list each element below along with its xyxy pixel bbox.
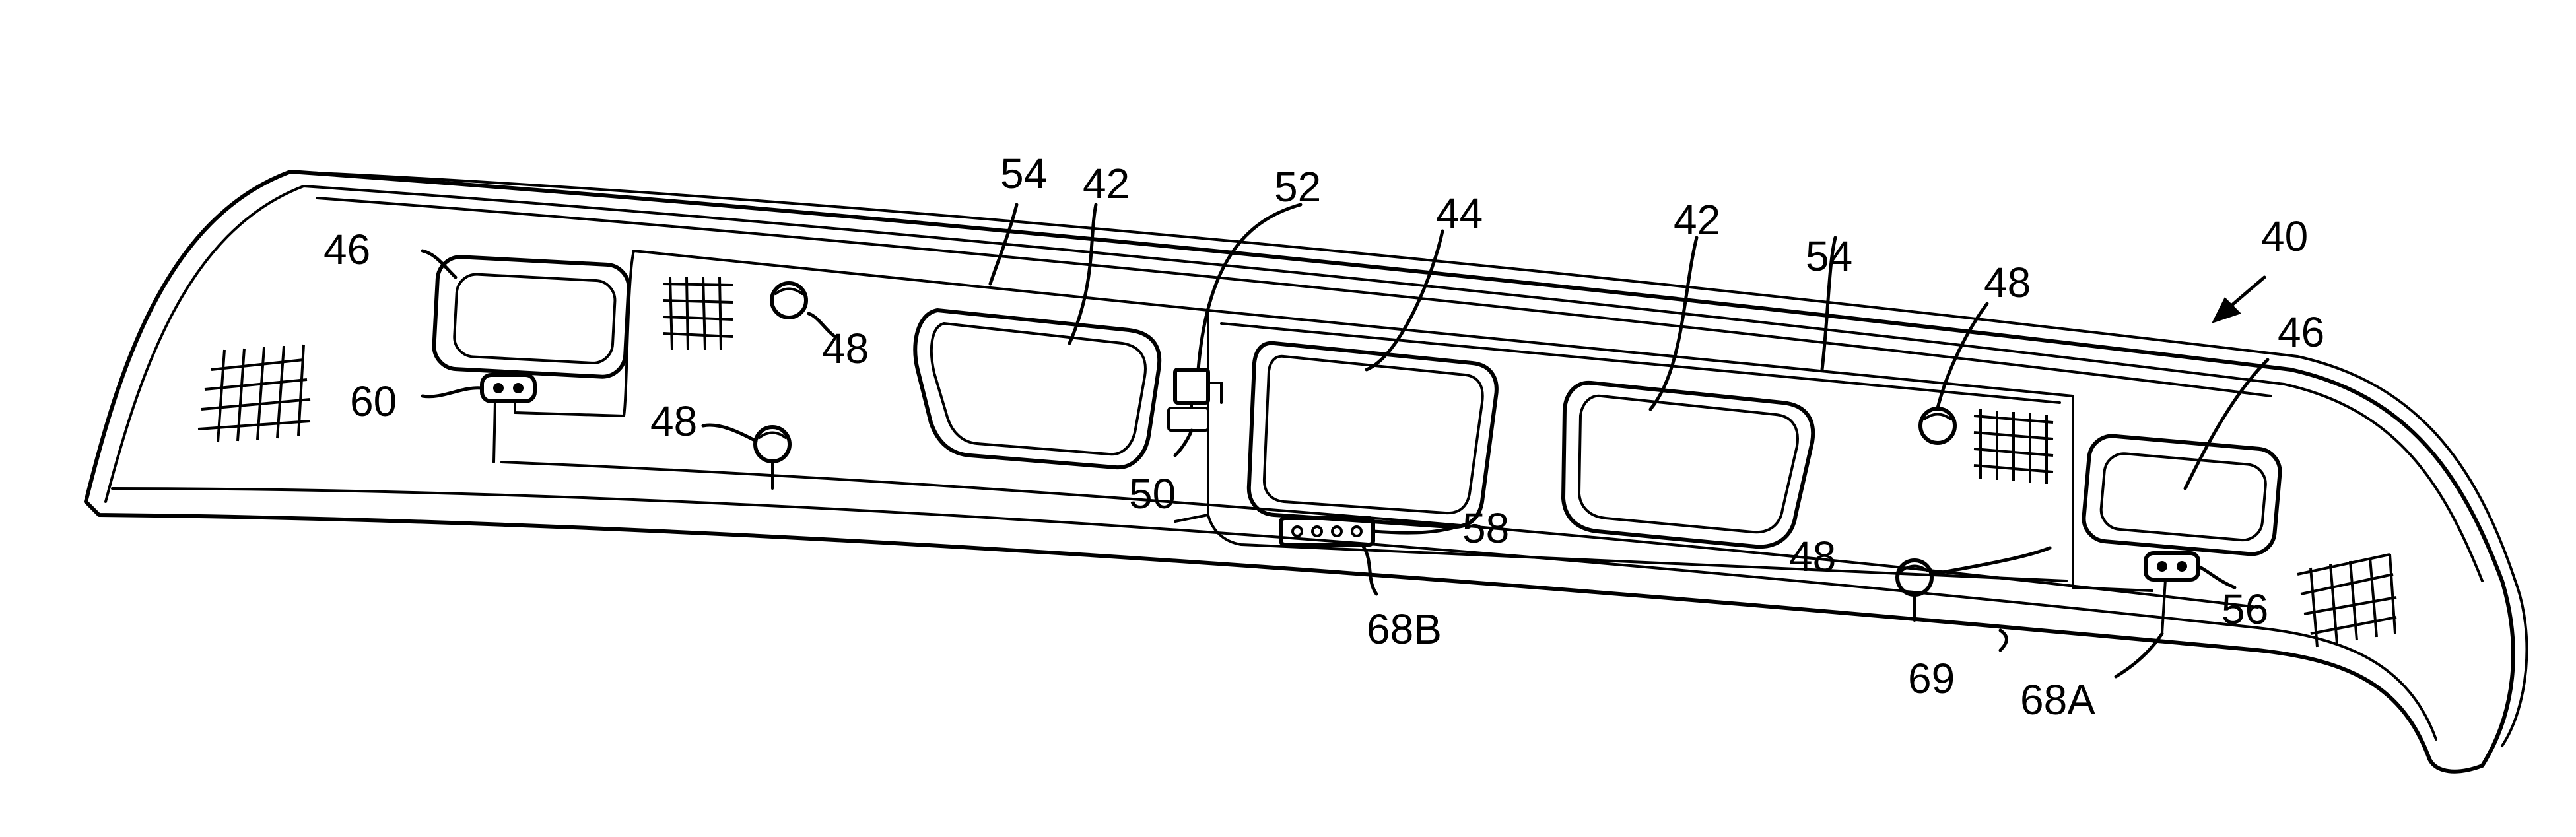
hatch-right: [1974, 409, 2053, 484]
label-48-d: 48: [1789, 533, 1836, 580]
knob-48-c: [1920, 409, 1955, 443]
label-48-a: 48: [822, 325, 869, 372]
label-56: 56: [2221, 586, 2268, 633]
label-44: 44: [1436, 189, 1483, 237]
label-46-left: 46: [323, 226, 370, 273]
opening-44-inner: [1264, 356, 1483, 513]
label-54-left: 54: [1000, 150, 1047, 197]
label-52: 52: [1274, 163, 1321, 211]
panel-body: [86, 172, 2526, 772]
label-69: 69: [1908, 655, 1955, 702]
switch-60: [482, 375, 535, 462]
right-mirror-inner: [2099, 452, 2267, 542]
label-48-b: 48: [650, 397, 697, 445]
hatch-left: [663, 277, 733, 350]
connector-52-50: [1169, 370, 1221, 430]
right-frame: [2073, 568, 2152, 591]
arrow-40: [2212, 277, 2264, 323]
label-40: 40: [2261, 213, 2308, 260]
knob-48-b: [755, 427, 790, 461]
label-54-right: 54: [1806, 232, 1852, 280]
hatch-far-left: [198, 345, 310, 442]
opening-42-right: [1563, 383, 1813, 547]
label-42-left: 42: [1083, 160, 1130, 207]
label-42-right: 42: [1674, 196, 1720, 244]
label-50: 50: [1129, 470, 1176, 518]
label-68a: 68A: [2020, 676, 2095, 723]
label-60: 60: [350, 378, 397, 425]
label-68b: 68B: [1367, 605, 1442, 653]
opening-44: [1249, 343, 1497, 527]
opening-42-right-inner: [1579, 396, 1798, 532]
knob-48-a: [772, 283, 806, 318]
label-58: 58: [1462, 504, 1509, 552]
top-edge-band: [317, 198, 2271, 396]
label-46-right: 46: [2278, 308, 2324, 356]
opening-42-left-inner: [932, 323, 1145, 454]
left-mirror-inner: [454, 273, 616, 364]
knob-48-d: [1897, 560, 1932, 595]
label-48-c: 48: [1984, 259, 2031, 306]
hatch-far-right: [2297, 554, 2396, 647]
